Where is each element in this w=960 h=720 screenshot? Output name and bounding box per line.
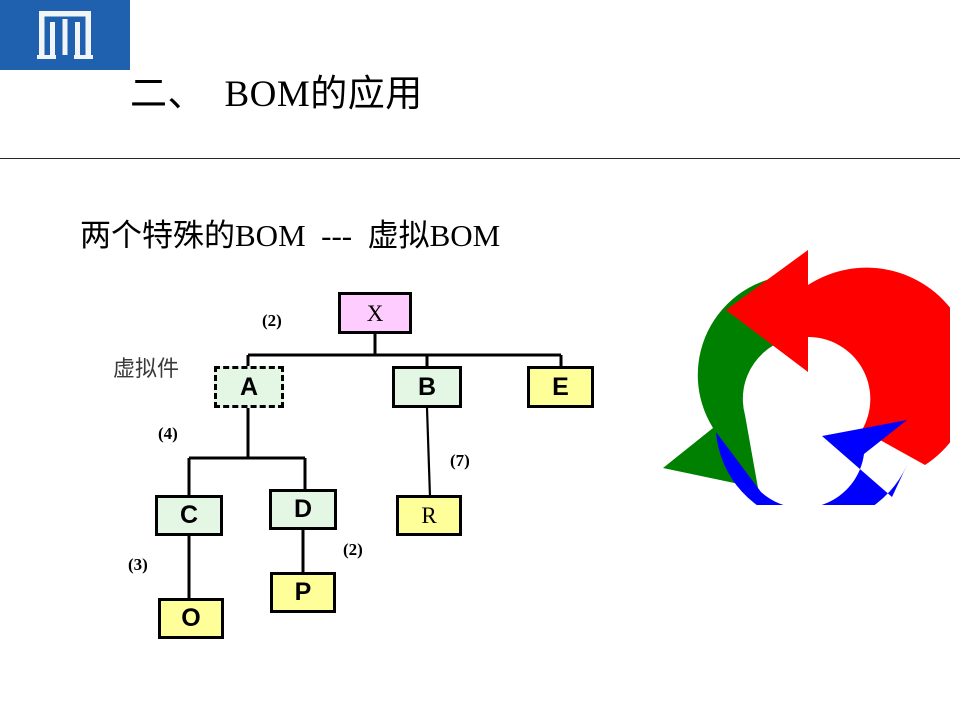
red-arrow — [726, 250, 950, 465]
slide-subtitle: 两个特殊的BOM --- 虚拟BOM — [80, 218, 501, 253]
node-r-label: R — [421, 503, 437, 528]
node-d-label: D — [293, 495, 313, 523]
node-b[interactable]: B — [392, 366, 462, 408]
node-r[interactable]: R — [396, 495, 462, 536]
node-c[interactable]: C — [155, 495, 223, 536]
gate-arch-logo-icon — [37, 11, 93, 59]
node-e[interactable]: E — [527, 366, 594, 408]
edge-label-d-to-p: (2) — [343, 540, 363, 559]
virtual-part-label: 虚拟件 — [113, 356, 180, 381]
node-a-label: A — [239, 372, 259, 401]
node-o[interactable]: O — [158, 598, 224, 639]
edge-label-x-to-a: (2) — [262, 311, 282, 330]
node-c-label: C — [179, 501, 199, 529]
edge-label-c-to-o: (3) — [128, 555, 148, 574]
node-b-label: B — [417, 372, 437, 401]
three-arrow-cycle — [663, 250, 950, 505]
node-e-label: E — [552, 372, 569, 401]
logo-block — [0, 0, 130, 70]
node-x[interactable]: X — [338, 292, 412, 334]
node-o-label: O — [181, 604, 201, 632]
page-title: 二、 BOM的应用 — [130, 74, 423, 115]
edge-b-to-r — [425, 407, 432, 498]
edge-label-b-to-r: (7) — [450, 451, 470, 470]
node-d[interactable]: D — [269, 489, 337, 530]
blue-arrow — [716, 420, 907, 505]
title-divider — [0, 158, 960, 159]
node-p[interactable]: P — [270, 572, 336, 613]
node-p-label: P — [294, 578, 312, 606]
node-x-label: X — [366, 300, 384, 326]
node-a[interactable]: A — [214, 366, 284, 408]
edge-label-a-to-children: (4) — [158, 424, 178, 443]
